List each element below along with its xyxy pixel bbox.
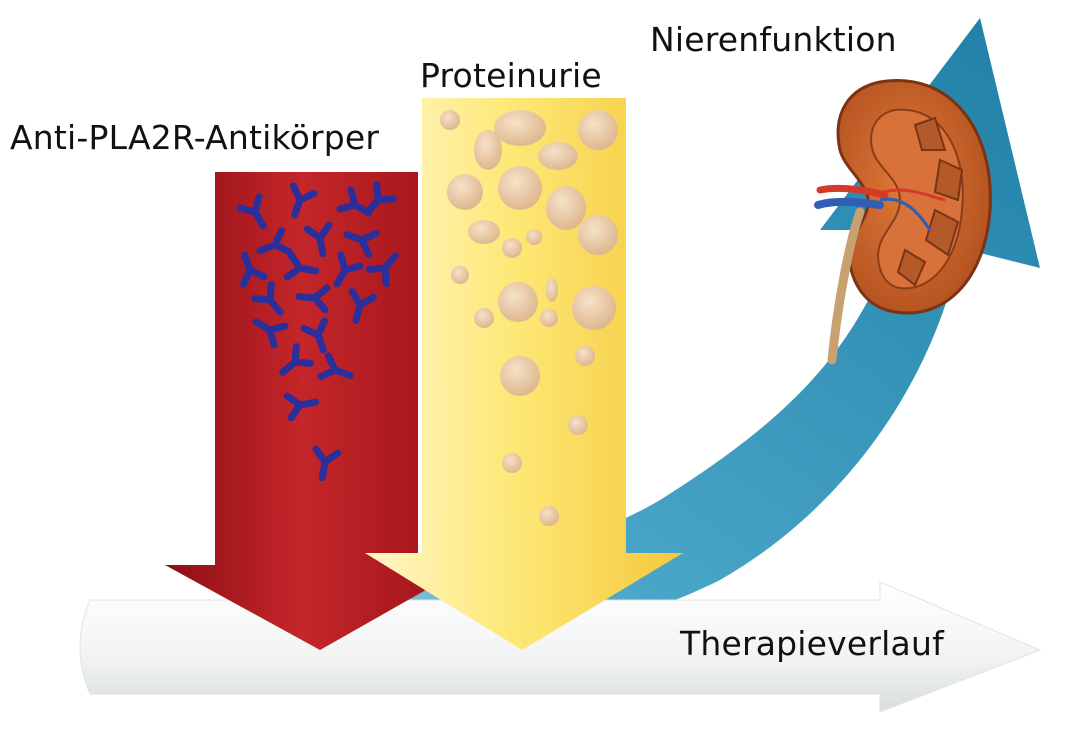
protein-droplet-icon — [578, 215, 618, 255]
protein-droplets — [440, 110, 618, 526]
protein-droplet-icon — [468, 220, 500, 244]
protein-droplet-icon — [575, 346, 595, 366]
protein-droplet-icon — [502, 238, 522, 258]
kidney-function-arrow — [90, 18, 1040, 674]
protein-droplet-icon — [502, 453, 522, 473]
protein-droplet-icon — [578, 110, 618, 150]
protein-droplet-icon — [498, 166, 542, 210]
protein-droplet-icon — [474, 130, 502, 170]
antibody-arrow — [165, 172, 470, 650]
protein-droplet-icon — [494, 110, 546, 146]
protein-droplet-icon — [540, 309, 558, 327]
protein-droplet-icon — [498, 282, 538, 322]
kidney-function-label: Nierenfunktion — [650, 20, 897, 59]
protein-droplet-icon — [572, 286, 616, 330]
protein-droplet-icon — [526, 229, 542, 245]
kidney-icon — [814, 79, 992, 365]
protein-droplet-icon — [546, 278, 558, 302]
protein-droplet-icon — [538, 142, 578, 170]
protein-droplet-icon — [474, 308, 494, 328]
proteinuria-label: Proteinurie — [420, 56, 602, 95]
therapy-course-label: Therapieverlauf — [680, 624, 944, 663]
antibody-label: Anti-PLA2R-Antikörper — [10, 118, 380, 157]
protein-droplet-icon — [539, 506, 559, 526]
protein-droplet-icon — [447, 174, 483, 210]
protein-droplet-icon — [546, 186, 586, 230]
protein-droplet-icon — [568, 415, 588, 435]
protein-droplet-icon — [500, 356, 540, 396]
protein-droplet-icon — [451, 266, 469, 284]
protein-droplet-icon — [440, 110, 460, 130]
